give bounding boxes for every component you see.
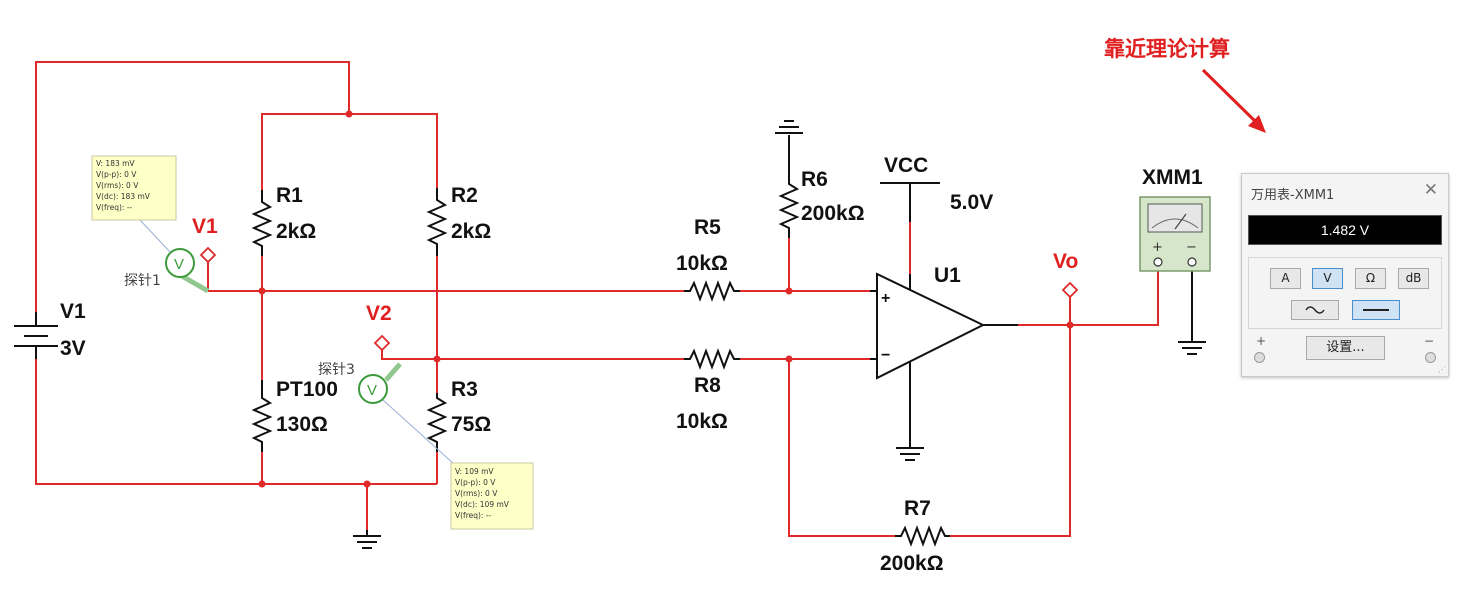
dc-mode-button[interactable]: [1352, 300, 1400, 320]
resistor-r5-icon[interactable]: [684, 280, 740, 302]
r2-value: 2kΩ: [451, 220, 491, 243]
r3-value: 75Ω: [451, 413, 491, 436]
v1-source-value: 3V: [60, 337, 86, 360]
node-label-vo: Vo: [1053, 250, 1078, 273]
tooltip-line: V(freq): --: [96, 203, 133, 212]
resistor-r2-icon[interactable]: [426, 188, 448, 256]
svg-text:+: +: [881, 290, 890, 307]
node-marker-vo-icon[interactable]: [1061, 281, 1079, 325]
tooltip-line: V(rms): 0 V: [96, 181, 139, 190]
resistor-r6-icon[interactable]: [778, 170, 800, 238]
battery-v1-icon[interactable]: [14, 312, 58, 359]
vcc-name: VCC: [884, 154, 928, 177]
ac-mode-button[interactable]: [1291, 300, 1339, 320]
tooltip-line: V(p-p): 0 V: [96, 170, 137, 179]
tooltip-line: V(p-p): 0 V: [455, 478, 496, 487]
probe-voltmeter-icon: V: [174, 256, 184, 273]
close-icon[interactable]: ✕: [1423, 180, 1438, 200]
tooltip-line: V: 109 mV: [455, 467, 494, 476]
r2-name: R2: [451, 184, 478, 207]
r3-name: R3: [451, 378, 478, 401]
node-label-v1: V1: [192, 215, 218, 238]
probe3-tooltip: V: 109 mV V(p-p): 0 V V(rms): 0 V V(dc):…: [450, 462, 534, 530]
xmm1-name: XMM1: [1142, 166, 1203, 189]
tooltip-line: V(rms): 0 V: [455, 489, 498, 498]
r8-value: 10kΩ: [676, 410, 728, 433]
mode-button-ohms[interactable]: Ω: [1355, 268, 1386, 289]
r7-value: 200kΩ: [880, 552, 944, 575]
opamp-u1-icon[interactable]: + −: [870, 272, 1018, 448]
u1-name: U1: [934, 264, 961, 287]
resistor-r8-icon[interactable]: [684, 348, 740, 370]
svg-text:−: −: [1186, 240, 1197, 255]
r1-value: 2kΩ: [276, 220, 316, 243]
resistor-r7-icon[interactable]: [895, 525, 950, 547]
plus-terminal-icon[interactable]: [1254, 352, 1265, 363]
r5-name: R5: [694, 216, 721, 239]
mode-button-amps[interactable]: A: [1270, 268, 1301, 289]
tooltip-line: V(dc): 109 mV: [455, 500, 510, 509]
r6-name: R6: [801, 168, 828, 191]
resize-grip-icon[interactable]: ⋰: [1438, 365, 1446, 374]
pt100-value: 130Ω: [276, 413, 328, 436]
sine-wave-icon: [1305, 306, 1325, 314]
node-label-v2: V2: [366, 302, 392, 325]
svg-text:+: +: [1152, 240, 1163, 255]
probe1-label: 探针1: [124, 273, 161, 289]
settings-button[interactable]: 设置...: [1306, 336, 1385, 360]
mode-button-db[interactable]: dB: [1398, 268, 1429, 289]
tooltip-line: V: 183 mV: [96, 159, 135, 168]
multimeter-xmm1-icon[interactable]: + −: [1139, 196, 1211, 272]
vcc-rail-icon[interactable]: [880, 182, 940, 222]
mode-panel: A V Ω dB: [1248, 257, 1442, 329]
multimeter-window-title: 万用表-XMM1: [1251, 188, 1335, 203]
minus-terminal-label: −: [1423, 334, 1434, 348]
tooltip-line: V(freq): --: [455, 511, 492, 520]
multimeter-window[interactable]: 万用表-XMM1 ✕ 1.482 V A V Ω dB + − 设置... ⋰: [1241, 173, 1449, 377]
r6-value: 200kΩ: [801, 202, 865, 225]
r5-value: 10kΩ: [676, 252, 728, 275]
junctions: [258, 110, 1074, 488]
resistor-pt100-icon[interactable]: [251, 380, 273, 452]
probe3[interactable]: V: [358, 362, 456, 466]
node-marker-v2-icon[interactable]: [373, 334, 391, 352]
ground-icon: [353, 530, 381, 549]
v1-source-name: V1: [60, 300, 86, 323]
plus-terminal-label: +: [1256, 334, 1267, 348]
ground-icon: [1178, 268, 1206, 355]
svg-text:−: −: [881, 347, 890, 364]
annotation-text: 靠近理论计算: [1104, 37, 1230, 61]
tooltip-line: V(dc): 183 mV: [96, 192, 151, 201]
probe1-tooltip: V: 183 mV V(p-p): 0 V V(rms): 0 V V(dc):…: [91, 155, 177, 221]
r1-name: R1: [276, 184, 303, 207]
wires: [35, 61, 1159, 537]
vcc-value: 5.0V: [950, 191, 993, 214]
minus-terminal-icon[interactable]: [1425, 352, 1436, 363]
mode-button-volts[interactable]: V: [1312, 268, 1343, 289]
probe1[interactable]: V: [139, 219, 210, 294]
ground-icon: [775, 120, 803, 170]
probe3-label: 探针3: [318, 362, 355, 378]
probe-voltmeter-icon: V: [367, 382, 377, 399]
dc-line-icon: [1363, 309, 1389, 311]
ground-icon: [896, 447, 924, 461]
annotation-arrow-icon: [1201, 68, 1266, 133]
resistor-r3-icon[interactable]: [426, 393, 448, 452]
resistor-r1-icon[interactable]: [251, 190, 273, 256]
r8-name: R8: [694, 374, 721, 397]
pt100-name: PT100: [276, 378, 338, 401]
r7-name: R7: [904, 497, 931, 520]
node-marker-v1-icon[interactable]: [199, 246, 217, 291]
multimeter-reading: 1.482 V: [1248, 215, 1442, 245]
